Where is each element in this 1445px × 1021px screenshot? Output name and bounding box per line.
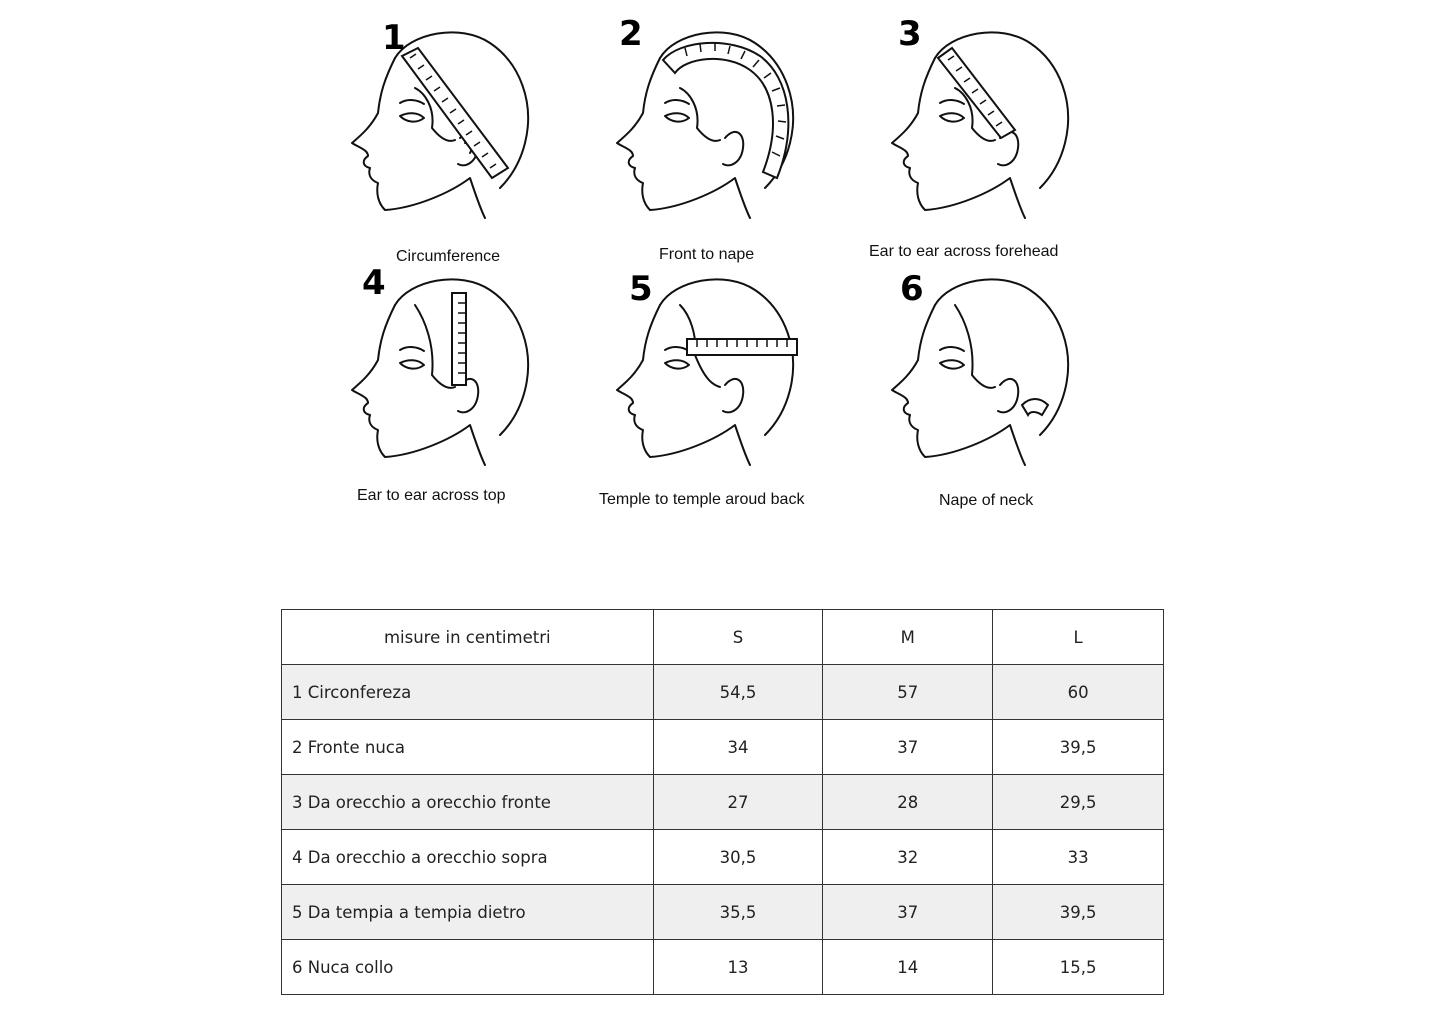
table-row: 5 Da tempia a tempia dietro 35,5 37 39,5: [281, 884, 1164, 940]
cell-m: 37: [822, 719, 994, 775]
panel-caption: Ear to ear across forehead: [869, 243, 1059, 260]
table-header-row: misure in centimetri S M L: [281, 609, 1164, 665]
row-label: 1 Circonfereza: [281, 664, 654, 720]
cell-l: 15,5: [992, 939, 1164, 995]
measuring-tape: [451, 292, 467, 386]
cell-m: 28: [822, 774, 994, 830]
header-size-s: S: [652, 609, 824, 665]
table-row: 6 Nuca collo 13 14 15,5: [281, 939, 1164, 995]
panel-nape-of-neck: 6 Nape of neck: [880, 265, 1120, 515]
size-chart-table: misure in centimetri S M L 1 Circonferez…: [281, 609, 1164, 995]
panel-number: 3: [898, 14, 922, 54]
table-row: 3 Da orecchio a orecchio fronte 27 28 29…: [281, 774, 1164, 830]
panel-caption: Circumference: [396, 248, 501, 265]
table-row: 2 Fronte nuca 34 37 39,5: [281, 719, 1164, 775]
cell-l: 33: [992, 829, 1164, 885]
head-profile-drawing: [351, 31, 530, 219]
cell-l: 39,5: [992, 719, 1164, 775]
cell-s: 30,5: [652, 829, 824, 885]
table-row: 4 Da orecchio a orecchio sopra 30,5 32 3…: [281, 829, 1164, 885]
cell-l: 29,5: [992, 774, 1164, 830]
cell-s: 13: [652, 939, 824, 995]
panel-number: 2: [619, 14, 643, 54]
panel-front-to-nape: 2 Front to nape: [605, 14, 845, 268]
header-size-l: L: [992, 609, 1164, 665]
row-label: 5 Da tempia a tempia dietro: [281, 884, 654, 940]
cell-s: 27: [652, 774, 824, 830]
row-label: 4 Da orecchio a orecchio sopra: [281, 829, 654, 885]
cell-m: 57: [822, 664, 994, 720]
panel-number: 4: [362, 263, 386, 303]
panel-ear-to-ear-forehead: 3 Ear to ear across forehead: [869, 14, 1120, 268]
panel-number: 5: [629, 269, 653, 309]
head-profile-drawing: [616, 278, 798, 466]
measuring-tape: [1020, 398, 1050, 418]
panel-ear-to-ear-top: 4 Ear to ear across top: [340, 263, 580, 515]
panel-number: 1: [382, 18, 406, 58]
panel-caption: Temple to temple aroud back: [599, 491, 805, 508]
cell-m: 32: [822, 829, 994, 885]
row-label: 2 Fronte nuca: [281, 719, 654, 775]
head-profile-drawing: [891, 278, 1070, 466]
table-row: 1 Circonfereza 54,5 57 60: [281, 664, 1164, 720]
measuring-tape: [400, 46, 510, 180]
panel-number: 6: [900, 269, 924, 309]
cell-s: 54,5: [652, 664, 824, 720]
row-label: 3 Da orecchio a orecchio fronte: [281, 774, 654, 830]
header-size-m: M: [822, 609, 994, 665]
panel-temple-to-temple: 5 Temple to temple aroud back: [599, 265, 845, 515]
panel-caption: Ear to ear across top: [357, 487, 506, 504]
head-profile-drawing: [616, 31, 795, 219]
head-profile-drawing: [351, 278, 530, 466]
panel-caption: Front to nape: [659, 246, 755, 263]
cell-l: 60: [992, 664, 1164, 720]
measuring-tape: [686, 338, 798, 356]
cell-m: 37: [822, 884, 994, 940]
header-measures: misure in centimetri: [281, 609, 654, 665]
row-label: 6 Nuca collo: [281, 939, 654, 995]
cell-m: 14: [822, 939, 994, 995]
cell-s: 34: [652, 719, 824, 775]
measuring-tape: [936, 46, 1017, 140]
panel-caption: Nape of neck: [939, 492, 1034, 509]
panel-circumference: 1 Circumference: [340, 18, 580, 268]
cell-s: 35,5: [652, 884, 824, 940]
head-profile-drawing: [891, 31, 1070, 219]
cell-l: 39,5: [992, 884, 1164, 940]
head-measurement-illustration: 1 Circumference: [330, 10, 1110, 515]
measuring-tape: [661, 41, 790, 180]
